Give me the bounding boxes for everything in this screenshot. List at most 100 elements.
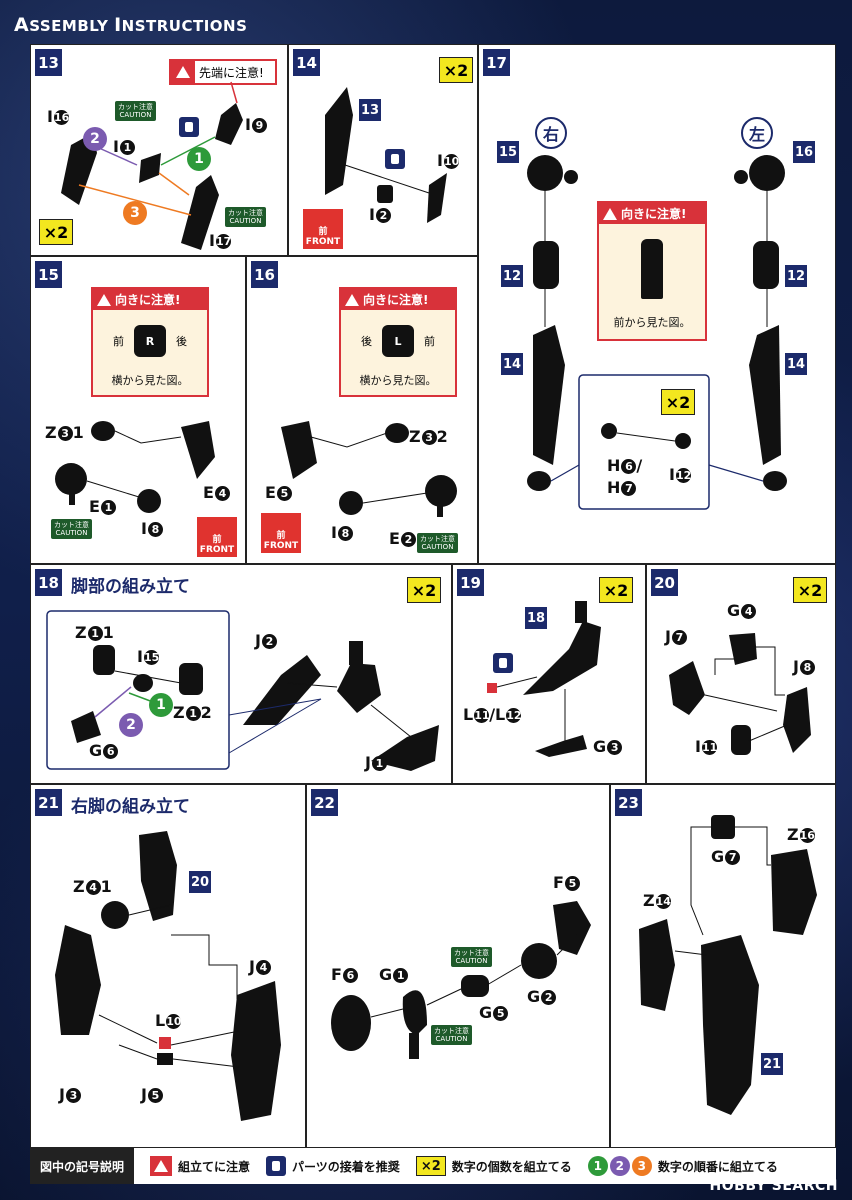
label-i15: I15 (137, 647, 160, 666)
order-2-badge: 2 (83, 127, 107, 151)
step-number: 13 (35, 49, 62, 76)
step-22-diagram (331, 901, 591, 1059)
step-number: 14 (293, 49, 320, 76)
step-number: 23 (615, 789, 642, 816)
step-number: 21 (35, 789, 62, 816)
legend-glue: パーツの接着を推奨 (266, 1156, 400, 1176)
label-z14: Z14 (643, 891, 671, 910)
orientation-caution-box: 向きに注意! 前 R 後 横から見た図。 (91, 287, 209, 397)
part-ref-14-left: 14 (785, 353, 807, 375)
step-16-diagram (281, 421, 457, 517)
quantity-x2-badge: ×2 (793, 577, 827, 603)
left-side-label: 左 (741, 117, 773, 149)
step-14-diagram (325, 87, 447, 223)
label-i10: I10 (437, 151, 460, 170)
part-front-view (641, 239, 663, 299)
tip-caution-tag: 先端に注意! (169, 59, 277, 85)
warning-icon (171, 61, 195, 83)
order-2-badge: 2 (119, 713, 143, 737)
quantity-x2-badge: ×2 (661, 389, 695, 415)
page-header: ASSEMBLY INSTRUCTIONS (14, 14, 248, 36)
label-i12: I12 (669, 465, 692, 484)
step-title: 右脚の組み立て (71, 797, 190, 817)
part-ref-15: 15 (497, 141, 519, 163)
quantity-x2-badge: ×2 (439, 57, 473, 83)
step-number: 22 (311, 789, 338, 816)
order-1-badge: 1 (149, 693, 173, 717)
quantity-x2-badge: ×2 (39, 219, 73, 245)
order-2-badge: 2 (609, 1156, 630, 1176)
order-1-badge: 1 (187, 147, 211, 171)
step-13-diagram (61, 81, 243, 250)
label-l10: L10 (155, 1011, 182, 1030)
legend-order: 1 2 3 数字の順番に組立てる (587, 1156, 778, 1176)
part-ref-14-right: 14 (501, 353, 523, 375)
step-number: 18 (35, 569, 62, 596)
warning-icon (97, 293, 111, 306)
orientation-caution-box: 向きに注意! 後 L 前 横から見た図。 (339, 287, 457, 397)
right-side-label: 右 (535, 117, 567, 149)
step-17-diagram (527, 155, 787, 510)
step-number: 20 (651, 569, 678, 596)
part-ref-16: 16 (793, 141, 815, 163)
part-ref-18: 18 (525, 607, 547, 629)
legend-title: 図中の記号説明 (30, 1148, 135, 1184)
step-number: 16 (251, 261, 278, 288)
glue-icon (493, 653, 513, 673)
step-18-diagram (46, 610, 439, 771)
part-ref-20: 20 (189, 871, 211, 893)
step-number: 19 (457, 569, 484, 596)
r-part-side-view: R (134, 325, 166, 357)
hobby-search-watermark: HOBBY SEARCH (709, 1178, 838, 1194)
step-title: 脚部の組み立て (71, 577, 190, 597)
orientation-caution-box: 向きに注意! 前から見た図。 (597, 201, 707, 341)
step-20-diagram (669, 633, 811, 755)
quantity-x2-badge: ×2 (415, 1156, 446, 1176)
part-ref-12-right: 12 (501, 265, 523, 287)
warning-icon (345, 293, 359, 306)
legend-quantity: ×2 数字の個数を組立てる (415, 1156, 572, 1176)
step-number: 15 (35, 261, 62, 288)
glue-icon (385, 149, 405, 169)
symbol-legend: 図中の記号説明 組立てに注意 パーツの接着を推奨 ×2 数字の個数を組立てる 1… (30, 1148, 836, 1184)
part-ref-12-left: 12 (785, 265, 807, 287)
